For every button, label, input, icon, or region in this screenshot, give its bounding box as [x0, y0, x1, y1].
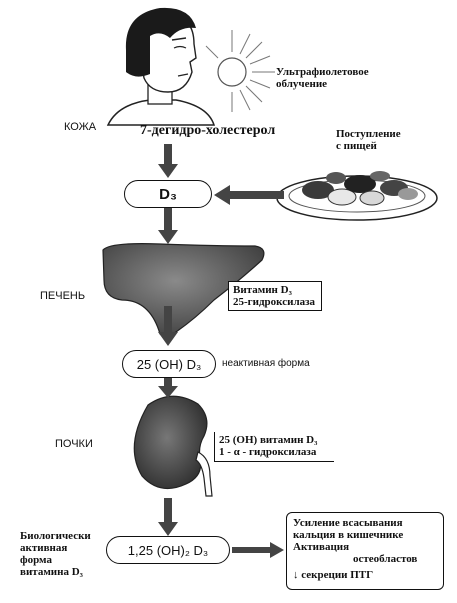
liver-label: ПЕЧЕНЬ — [40, 290, 86, 302]
active-d3-node-text: 1,25 (OH)₂ D₃ — [127, 542, 209, 558]
liver-icon — [102, 243, 265, 338]
kidney-icon — [133, 395, 213, 497]
liver-enzyme-line2: 25-гидроксилаза — [233, 296, 316, 308]
inactive-form-label: неактивная форма — [222, 358, 310, 369]
d3-node: D₃ — [124, 180, 212, 208]
effect-line-1: Усиление всасывания — [293, 517, 403, 529]
effect-line-2: кальция в кишечнике — [293, 529, 404, 541]
kidneys-label: ПОЧКИ — [55, 438, 93, 450]
oh-d3-node-text: 25 (OH) D₃ — [136, 356, 202, 372]
woman-head-icon — [106, 7, 216, 126]
effect-line-5: ↓ секреции ПТГ — [293, 569, 374, 581]
oh-d3-node: 25 (OH) D₃ — [122, 350, 216, 378]
d3-node-text: D₃ — [159, 185, 177, 203]
active-d3-node: 1,25 (OH)₂ D₃ — [106, 536, 230, 564]
uv-label: Ультрафиолетовое облучение — [276, 66, 369, 90]
bio-active-label: Биологически активная форма витамина D₃ — [20, 530, 91, 578]
skin-label: КОЖА — [64, 121, 97, 133]
liver-enzyme-box: Витамин D₃ 25-гидроксилаза — [228, 281, 322, 311]
effect-line-4: остеобластов — [353, 553, 418, 565]
kidney-enzyme-line1: 25 (OH) витамин D₃ — [219, 434, 318, 446]
liver-enzyme-line1: Витамин D₃ — [233, 284, 292, 296]
dehydrocholesterol-label: 7-дегидро-холестерол — [140, 123, 276, 138]
sun-icon — [205, 30, 275, 112]
food-plate-icon — [276, 171, 438, 221]
flow-arrows — [158, 144, 284, 558]
kidney-enzyme-line2: 1 - α - гидроксилаза — [219, 446, 317, 458]
effect-line-3: Активация — [293, 541, 350, 553]
effects-box: Усиление всасывания кальция в кишечнике … — [286, 512, 444, 590]
kidney-enzyme-box: 25 (OH) витамин D₃ 1 - α - гидроксилаза — [214, 432, 334, 462]
food-label: Поступление с пищей — [336, 128, 401, 152]
